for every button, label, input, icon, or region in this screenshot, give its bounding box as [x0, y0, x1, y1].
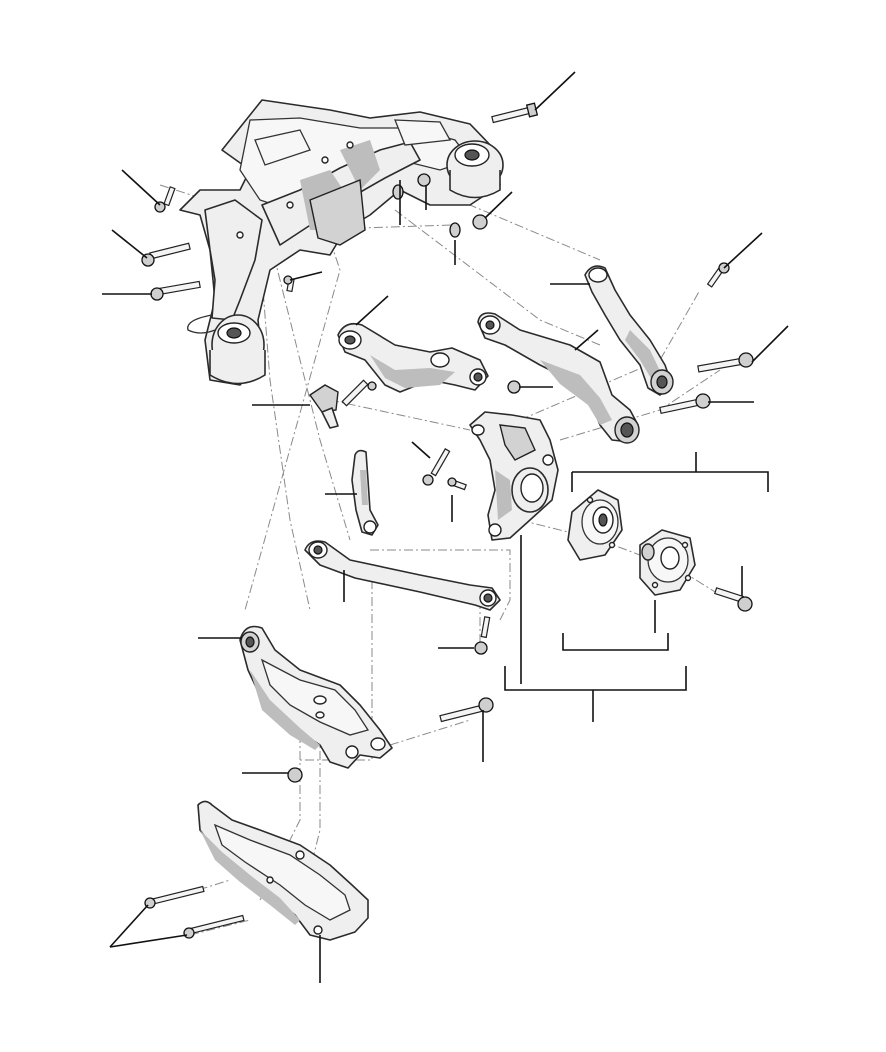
wheel-hub — [639, 529, 696, 596]
camber-link — [584, 265, 674, 396]
fasteners — [141, 102, 754, 939]
wheel-knuckle — [469, 411, 559, 541]
bolt-cover-2 — [183, 914, 245, 939]
toe-link — [477, 312, 640, 444]
bolt-left-1 — [154, 186, 176, 213]
leader-lines — [102, 71, 789, 983]
lateral-link — [304, 540, 501, 611]
nut-knuckle — [507, 380, 521, 394]
bolt-knuckle-1 — [422, 448, 451, 486]
bolt-right-3 — [659, 393, 711, 415]
nut-1 — [417, 173, 431, 187]
bolt-lateral — [474, 616, 491, 655]
trailing-link — [351, 449, 379, 536]
lower-arm-cover — [197, 800, 369, 941]
nut-lower-arm — [287, 767, 303, 783]
bolt-cover-1 — [144, 885, 205, 909]
bolt-lower-arm — [439, 697, 494, 723]
bolt-left-2 — [141, 242, 191, 267]
bolt-small-1 — [283, 275, 295, 293]
nut-2 — [472, 214, 488, 230]
height-sensor — [309, 379, 377, 429]
lower-control-arm — [239, 625, 393, 769]
washer-2 — [449, 222, 461, 238]
bolt-right-2 — [697, 352, 754, 373]
bolt-knuckle-2 — [447, 477, 467, 491]
upper-control-arm — [337, 322, 489, 393]
wheel-bearing — [567, 489, 623, 561]
rear-subframe — [179, 99, 504, 386]
washer-1 — [392, 184, 404, 200]
bolt-hub — [714, 587, 753, 612]
bolt-subframe-top — [491, 102, 539, 124]
bolt-left-3 — [150, 280, 201, 301]
